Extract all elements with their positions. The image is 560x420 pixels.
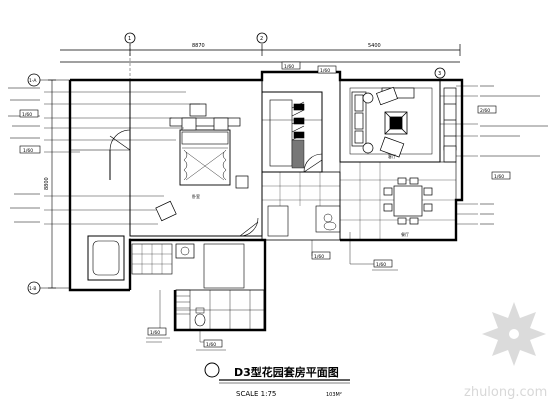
left-dimension-line (48, 79, 56, 289)
watermark-text: zhulong.com (464, 385, 547, 400)
axis-label-2: 2 (260, 36, 263, 42)
top-dimension-lines (60, 44, 461, 63)
dining-area (339, 161, 457, 241)
watermark-logo (482, 302, 546, 366)
kitchen-area (261, 171, 341, 241)
callout-tag-7-text: 1/60 (376, 262, 386, 268)
callout-tag-4: 2/60 (477, 105, 497, 114)
tv-cabinet (443, 87, 457, 163)
bedroom-door-2 (239, 217, 259, 237)
axis-label-1a: 1-A (29, 78, 37, 84)
dim-top-right: 5400 (368, 43, 381, 49)
lower-wc (175, 289, 265, 331)
dining-table (383, 177, 433, 225)
bedroom-door (109, 129, 131, 151)
coffee-table (384, 111, 408, 135)
bottom-leader-lines (146, 232, 398, 351)
axis-marker-1: 1 (124, 32, 136, 240)
room-label-dining: 餐厅 (401, 231, 409, 237)
callout-tag-6-text: 1/60 (314, 254, 324, 260)
area-label: 103M² (326, 392, 342, 398)
center-floor-grid (262, 172, 340, 206)
callout-tag-3-text: 1/60 (320, 68, 330, 74)
callout-tag-8: 1/60 (147, 327, 167, 336)
left-annotation-glyphs (8, 87, 40, 223)
callout-tag-3: 1/60 (317, 65, 337, 74)
callout-tag-9: 1/60 (203, 339, 223, 348)
axis-label-3: 3 (438, 71, 441, 77)
callout-tag-7: 1/60 (373, 259, 393, 268)
scale-label: SCALE 1:75 (236, 390, 276, 398)
stair-treads (291, 101, 305, 141)
bedroom-furniture (155, 103, 249, 222)
stair-door (303, 153, 323, 173)
title-block (204, 362, 350, 384)
dim-top-left: 8870 (192, 43, 205, 49)
bed (179, 129, 231, 186)
callout-tag-8-text: 1/60 (150, 330, 160, 336)
room-label-bedroom: 卧室 (192, 193, 200, 199)
callout-tag-2-text: 1/60 (284, 64, 294, 70)
callout-tag-5: 1/60 (491, 171, 511, 180)
callout-tag-1-text: 1/60 (23, 148, 33, 154)
callout-tag-2: 1/60 (281, 61, 301, 70)
callout-tag-10-text: 1/60 (22, 112, 32, 118)
axis-label-1b: 1-B (29, 286, 36, 292)
callout-tag-6: 1/60 (311, 251, 331, 260)
callout-tag-10: 1/60 (19, 109, 39, 118)
axis-marker-2: 2 (256, 32, 268, 44)
dim-left: 8800 (44, 177, 50, 190)
callout-tag-9-text: 1/60 (206, 342, 216, 348)
callout-tag-1: 1/60 (19, 145, 41, 154)
drawing-title: D3型花园套房平面图 (234, 365, 339, 379)
room-label-living: 客厅 (388, 153, 396, 159)
axis-marker-1b: 1-B (27, 281, 70, 295)
sofa-set (351, 86, 415, 158)
axis-marker-3: 3 (434, 67, 446, 79)
right-leader-lines (440, 85, 478, 225)
right-annotation-glyphs (480, 85, 548, 225)
bathroom (87, 235, 245, 289)
axis-label-1: 1 (128, 36, 131, 42)
callout-tag-5-text: 1/60 (494, 174, 504, 180)
bathroom-tile-grid (132, 244, 172, 274)
callout-tag-4-text: 2/60 (480, 108, 490, 114)
left-leader-lines (44, 91, 200, 225)
